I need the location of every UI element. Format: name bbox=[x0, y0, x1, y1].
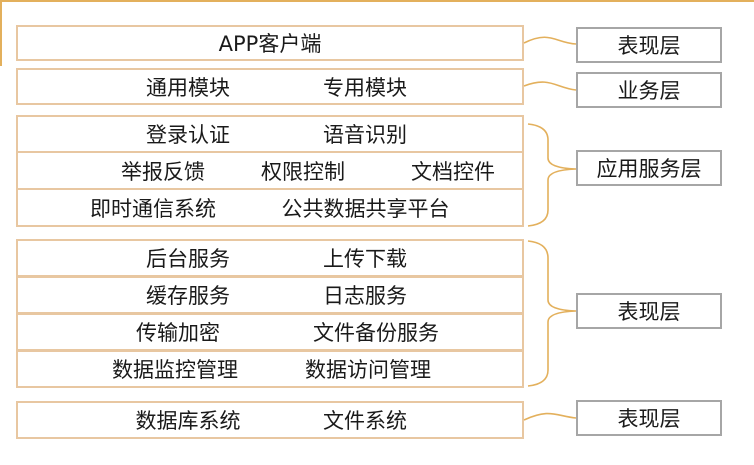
layer-3-row-2: 传输加密 文件备份服务 bbox=[16, 313, 524, 351]
brace-layer-3 bbox=[527, 240, 577, 387]
layer-2-label: 应用服务层 bbox=[576, 150, 722, 186]
layer-1-item-special-module: 专用模块 bbox=[323, 75, 407, 100]
layer-3-label: 表现层 bbox=[576, 293, 722, 329]
frame-left-line bbox=[0, 0, 2, 66]
layer-3-row-1: 缓存服务 日志服务 bbox=[16, 276, 524, 314]
connector-layer-4 bbox=[523, 412, 577, 421]
layer-3-row-3: 数据监控管理 数据访问管理 bbox=[16, 350, 524, 388]
layer-3-item-log-service: 日志服务 bbox=[323, 284, 407, 308]
layer-3-item-transport-encryption: 传输加密 bbox=[136, 321, 220, 345]
layer-2-row-0: 登录认证 语音识别 bbox=[16, 115, 524, 153]
layer-2-item-voice-recognition: 语音识别 bbox=[323, 123, 407, 147]
layer-2-item-report-feedback: 举报反馈 bbox=[121, 159, 205, 184]
layer-3-item-upload-download: 上传下载 bbox=[323, 247, 407, 271]
layer-0-row-0: APP客户端 bbox=[16, 25, 524, 61]
layer-0-item-app-client: APP客户端 bbox=[218, 32, 322, 56]
layer-1-row-0: 通用模块 专用模块 bbox=[16, 68, 524, 105]
layer-2-row-1: 举报反馈 权限控制 文档控件 bbox=[16, 151, 524, 190]
layer-0-label: 表现层 bbox=[576, 27, 722, 63]
layer-3-item-data-monitoring: 数据监控管理 bbox=[112, 358, 238, 382]
connector-layer-0 bbox=[523, 36, 577, 45]
layer-3-item-backend-service: 后台服务 bbox=[146, 247, 230, 271]
layer-2-item-instant-messaging: 即时通信系统 bbox=[90, 196, 216, 221]
layer-2-item-document-widget: 文档控件 bbox=[411, 159, 495, 184]
frame-top-line bbox=[0, 0, 754, 2]
layer-3-item-file-backup-service: 文件备份服务 bbox=[313, 321, 439, 345]
layer-4-item-file-system: 文件系统 bbox=[323, 409, 407, 433]
layer-3-item-cache-service: 缓存服务 bbox=[146, 284, 230, 308]
layer-4-label: 表现层 bbox=[576, 400, 722, 436]
layer-3-row-0: 后台服务 上传下载 bbox=[16, 239, 524, 277]
brace-layer-2 bbox=[527, 123, 577, 227]
layer-2-item-public-data-platform: 公共数据共享平台 bbox=[281, 196, 450, 221]
layer-2-item-login-auth: 登录认证 bbox=[146, 123, 230, 147]
layer-3-item-data-access: 数据访问管理 bbox=[305, 358, 431, 382]
layer-2-row-2: 即时通信系统 公共数据共享平台 bbox=[16, 188, 524, 227]
layer-1-item-general-module: 通用模块 bbox=[146, 75, 230, 100]
connector-layer-1 bbox=[523, 81, 577, 91]
layer-1-label: 业务层 bbox=[576, 72, 722, 108]
layer-2-item-permission-control: 权限控制 bbox=[261, 159, 345, 184]
layer-4-item-database-system: 数据库系统 bbox=[135, 409, 241, 433]
layer-4-row-0: 数据库系统 文件系统 bbox=[16, 401, 524, 439]
